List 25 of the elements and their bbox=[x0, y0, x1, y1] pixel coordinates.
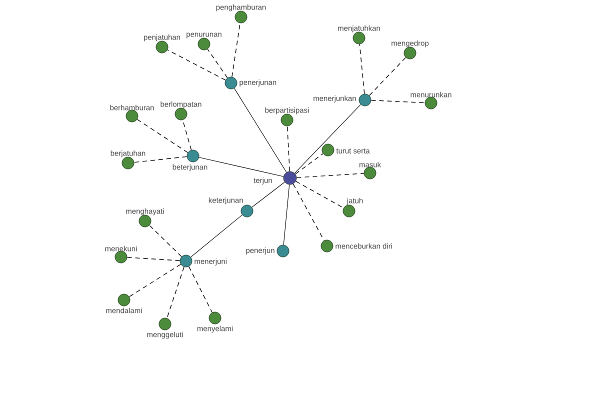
connector-line bbox=[286, 126, 290, 172]
connector-line bbox=[167, 50, 226, 80]
connector-line bbox=[252, 182, 285, 208]
connector-line bbox=[188, 266, 213, 313]
connector-line bbox=[190, 214, 242, 258]
connector-line bbox=[296, 173, 364, 178]
connector-line bbox=[207, 48, 228, 78]
connector-line bbox=[283, 184, 290, 246]
connector-line bbox=[292, 184, 324, 241]
connector-line bbox=[296, 180, 344, 208]
connector-line bbox=[294, 104, 361, 174]
connector-line bbox=[234, 88, 287, 173]
connector-line bbox=[134, 156, 188, 163]
connector-line bbox=[368, 57, 406, 96]
connector-line bbox=[166, 266, 184, 318]
connector-line bbox=[182, 120, 192, 150]
connector-line bbox=[198, 157, 284, 177]
connector-line bbox=[136, 119, 188, 153]
connector-line bbox=[149, 225, 182, 257]
connector-line bbox=[295, 153, 324, 174]
connector-line bbox=[128, 264, 182, 298]
connector-line bbox=[126, 257, 180, 261]
connector-line bbox=[359, 44, 365, 94]
connector-line bbox=[232, 22, 240, 78]
connector-line bbox=[370, 100, 426, 104]
